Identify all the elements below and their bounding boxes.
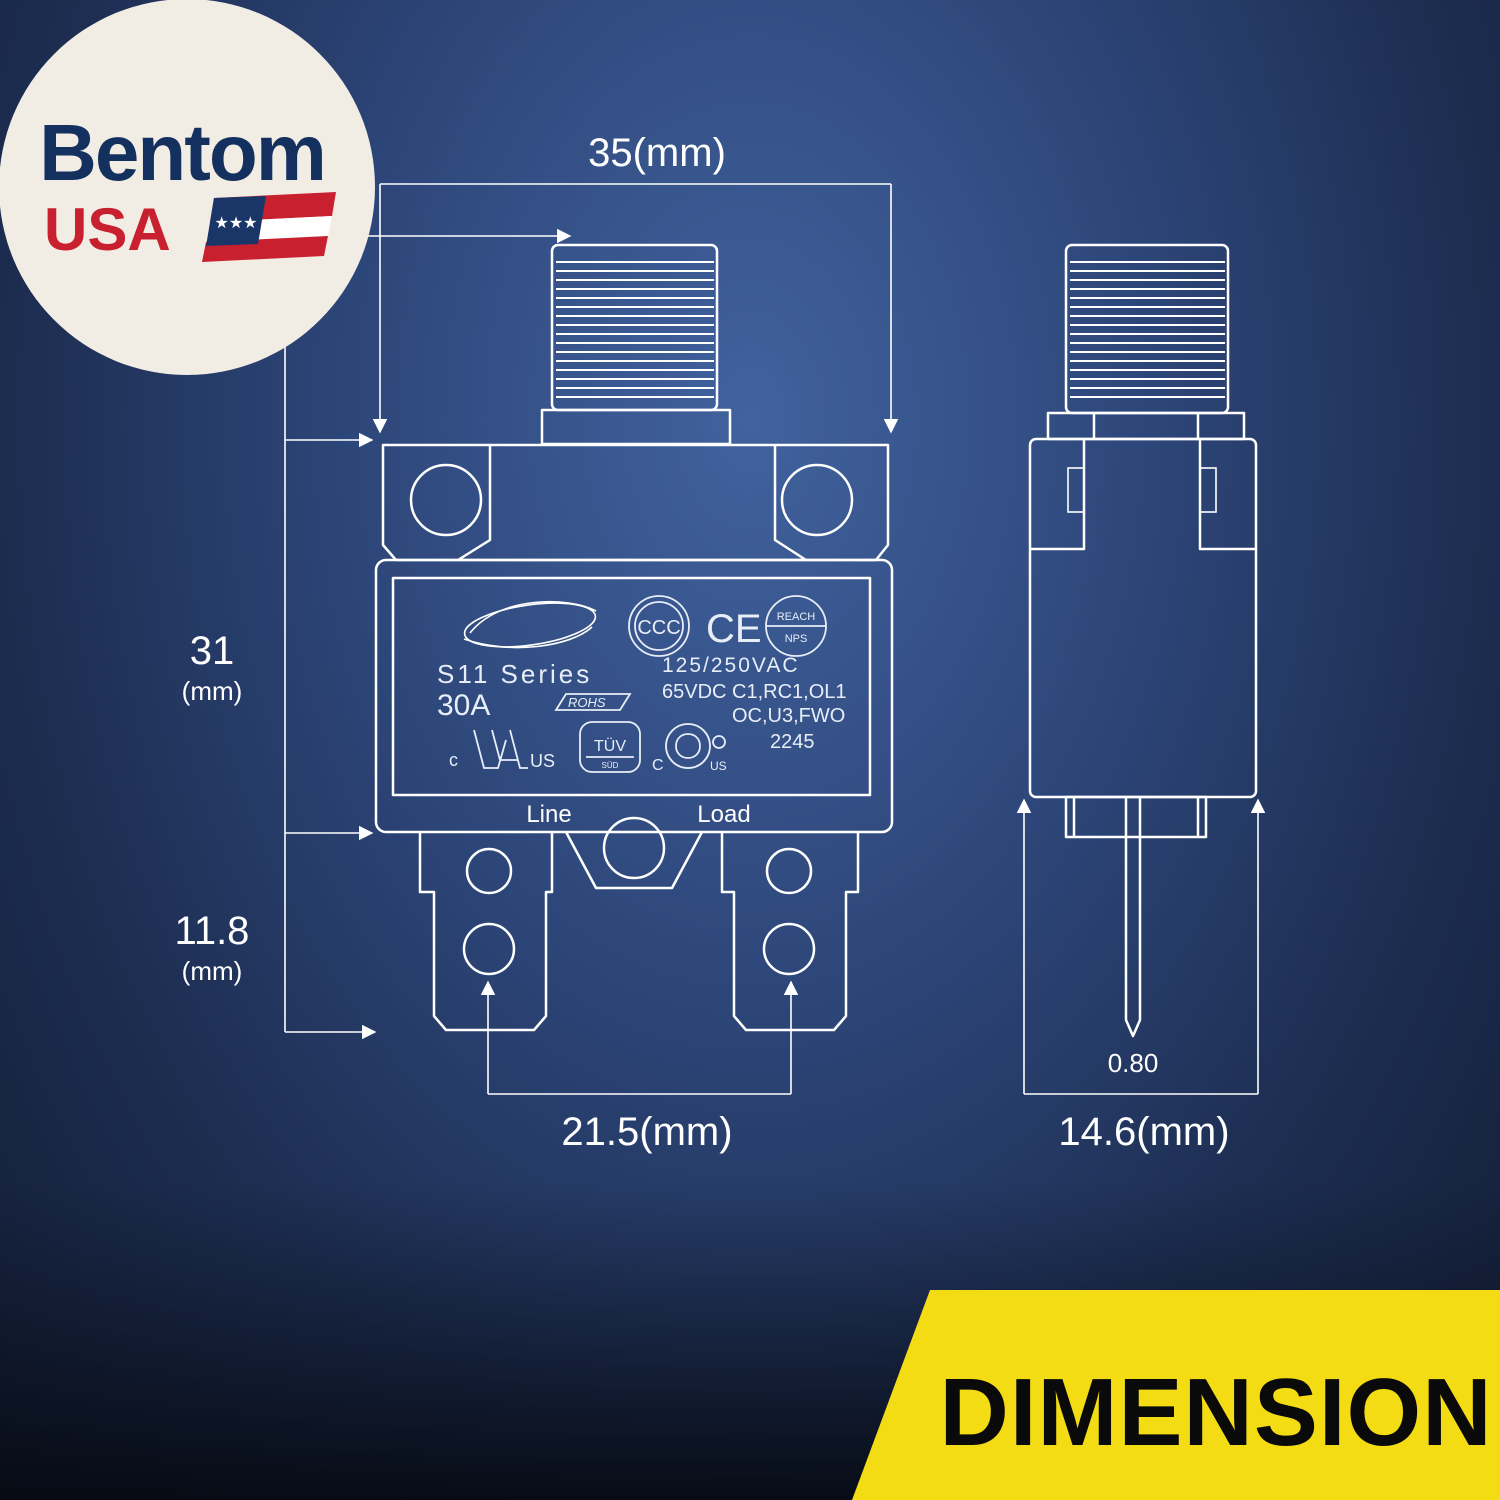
ac-rating-text: 125/250VAC xyxy=(662,654,800,677)
ul-us-text: US xyxy=(530,751,555,771)
brand-sub: USA xyxy=(44,196,171,263)
front-view: S11 Series 30A ROHS CCC CE REACH NPS 125… xyxy=(374,243,894,1032)
dimension-banner: DIMENSION xyxy=(852,1290,1500,1500)
dimension-body-height-unit: (mm) xyxy=(182,676,243,706)
side-base xyxy=(1064,795,1208,839)
csa-us-text: US xyxy=(710,759,727,773)
thread-rings xyxy=(1070,261,1225,398)
dimension-terminal-spacing: 21.5(mm) xyxy=(561,1110,732,1154)
reach-top-text: REACH xyxy=(777,611,816,623)
rohs-badge xyxy=(554,693,632,711)
dc-rating-line1: 65VDC C1,RC1,OL1 xyxy=(662,681,847,703)
ul-c-text: c xyxy=(449,750,458,770)
center-hole xyxy=(602,816,666,880)
terminal-load-label: Load xyxy=(697,801,750,828)
flag-icon: ★★★ xyxy=(202,192,336,262)
tuv-mark-icon: TÜV SÜD xyxy=(579,721,641,773)
side-body xyxy=(1028,437,1258,799)
banner-background xyxy=(852,1290,1500,1500)
label-content: S11 Series 30A ROHS CCC CE REACH NPS 125… xyxy=(437,595,847,774)
mounting-flange xyxy=(381,443,890,562)
dimension-lines xyxy=(284,183,1266,1095)
center-boss xyxy=(564,831,704,890)
terminal-line xyxy=(418,832,554,1032)
rating-text: 30A xyxy=(437,689,490,722)
banner-text: DIMENSION xyxy=(939,1359,1492,1466)
manufacturer-logo-icon xyxy=(463,600,597,649)
dc-rating-line2: OC,U3,FWO xyxy=(732,705,845,727)
ccc-mark-icon xyxy=(628,595,690,657)
threaded-bushing xyxy=(540,243,732,446)
thread-rings xyxy=(556,261,714,398)
mounting-hole-left xyxy=(409,463,483,537)
csa-mark-icon: C US xyxy=(652,723,727,774)
dimension-width-top: 35(mm) xyxy=(588,131,726,175)
mounting-hole-right xyxy=(780,463,854,537)
reach-bottom-text: NPS xyxy=(785,633,808,645)
terminals: Line Load xyxy=(418,801,860,1032)
svg-text:★★★: ★★★ xyxy=(214,215,257,232)
dimension-pin-thickness: 0.80 xyxy=(1108,1048,1159,1078)
breaker-body xyxy=(374,558,894,834)
brand-logo: Bentom USA ★★★ xyxy=(0,0,375,375)
side-pin xyxy=(1124,797,1142,1038)
dimension-body-height-value: 31 xyxy=(190,629,235,673)
brand-name: Bentom xyxy=(39,108,325,197)
terminal-load xyxy=(720,832,860,1032)
ce-mark: CE xyxy=(706,607,762,651)
label-plate xyxy=(391,576,872,797)
ul-mark-icon: c US xyxy=(449,729,555,771)
csa-c-text: C xyxy=(652,757,664,774)
tuv-top-text: TÜV xyxy=(594,737,626,755)
code-text: 2245 xyxy=(770,731,815,753)
side-view xyxy=(1028,243,1258,1038)
tuv-bottom-text: SÜD xyxy=(602,761,619,770)
logo-circle xyxy=(0,0,375,375)
dimension-depth: 14.6(mm) xyxy=(1058,1110,1229,1154)
dimension-terminal-length-unit: (mm) xyxy=(182,956,243,986)
terminal-line-label: Line xyxy=(526,801,571,828)
series-text: S11 Series xyxy=(437,659,592,689)
dimension-terminal-length-value: 11.8 xyxy=(175,909,250,953)
rohs-text: ROHS xyxy=(568,695,606,710)
ccc-text: CCC xyxy=(637,617,680,639)
